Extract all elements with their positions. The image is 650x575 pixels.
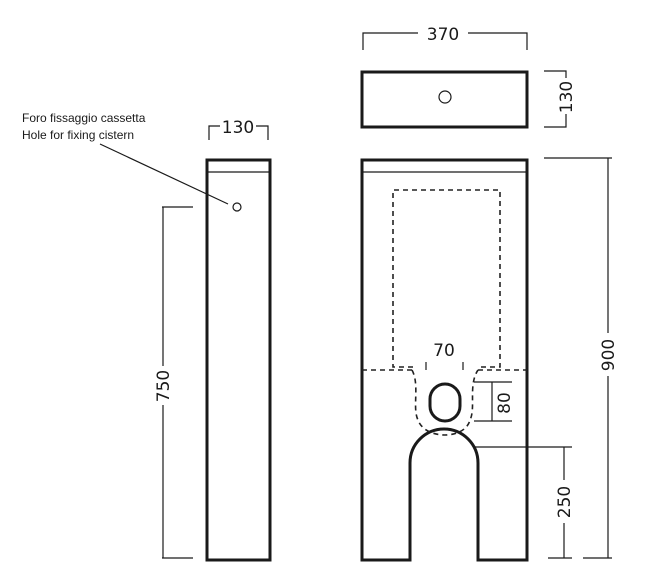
dim-top-width: 370 bbox=[427, 25, 459, 45]
hidden-pan-outline bbox=[411, 369, 479, 436]
top-depth-dimension: 130 bbox=[544, 70, 577, 128]
annotation-line-english: Hole for fixing cistern bbox=[22, 128, 134, 142]
fixing-hole-annotation: Foro fissaggio cassetta Hole for fixing … bbox=[22, 111, 229, 205]
arch-height-dimension: 250 bbox=[474, 446, 575, 559]
dim-front-height: 900 bbox=[599, 339, 619, 371]
dim-side-depth: 130 bbox=[222, 118, 254, 138]
front-view: 70 80 250 900 bbox=[360, 157, 619, 562]
dim-opening-height: 80 bbox=[495, 392, 515, 414]
side-view: 130 750 bbox=[154, 118, 272, 562]
annotation-leader-line bbox=[99, 143, 229, 205]
front-height-dimension: 900 bbox=[544, 157, 619, 559]
top-width-dimension: 370 bbox=[362, 25, 528, 50]
dim-arch-height: 250 bbox=[555, 486, 575, 518]
opening-height-dimension: 80 bbox=[474, 381, 515, 422]
side-height-dimension: 750 bbox=[154, 206, 193, 559]
dim-side-height: 750 bbox=[154, 370, 174, 402]
side-view-outline bbox=[205, 158, 272, 562]
top-view-outline bbox=[360, 70, 529, 129]
side-depth-dimension: 130 bbox=[208, 118, 269, 140]
annotation-line-italian: Foro fissaggio cassetta bbox=[22, 111, 146, 125]
dim-top-depth: 130 bbox=[557, 81, 577, 113]
flush-opening bbox=[428, 382, 462, 423]
top-view-hole bbox=[438, 90, 452, 104]
dim-opening-width: 70 bbox=[433, 341, 455, 361]
fixing-hole-marker bbox=[232, 202, 242, 212]
top-view: 370 130 bbox=[360, 25, 577, 129]
front-view-outline bbox=[360, 158, 529, 562]
opening-width-dimension: 70 bbox=[425, 341, 464, 370]
